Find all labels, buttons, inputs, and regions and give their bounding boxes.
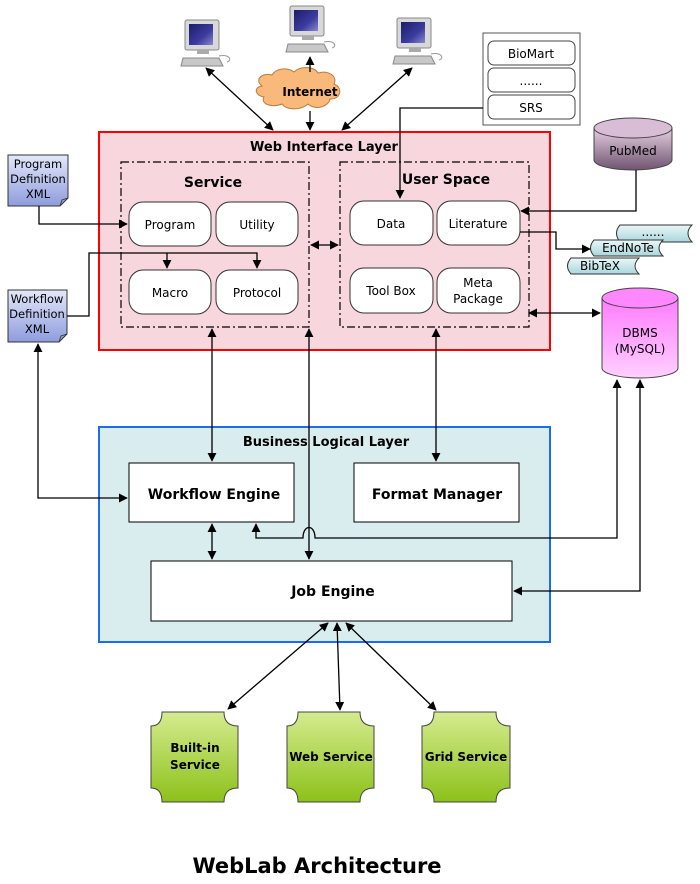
workflow-engine-label: Workflow Engine — [148, 487, 280, 503]
computer-icon — [285, 5, 336, 53]
internet-label: Internet — [282, 85, 337, 99]
builtin-service-line1: Built-in — [170, 741, 219, 755]
diagram-title: WebLab Architecture — [192, 854, 441, 878]
source-srs-label: SRS — [519, 101, 543, 115]
computer-icon — [392, 17, 443, 65]
pubmed-label: PubMed — [609, 144, 657, 158]
service-program-label: Program — [145, 218, 196, 232]
job-engine-label: Job Engine — [290, 584, 375, 600]
service-program[interactable] — [128, 201, 212, 247]
reference-format-bibtex — [567, 257, 641, 275]
user-space-meta-label: Meta — [463, 276, 493, 290]
service-utility[interactable] — [215, 201, 299, 247]
workflow-definition-xml-icon — [7, 289, 68, 343]
dbms-label-line1: DBMS — [622, 326, 657, 340]
job-engine[interactable] — [150, 560, 513, 622]
source-biomart-label: BioMart — [508, 47, 555, 61]
program-definition-line3: XML — [26, 187, 51, 201]
workflow-definition-line1: Workflow — [11, 292, 64, 306]
reference-format-endnote — [590, 239, 665, 257]
builtin-service-line2: Service — [170, 758, 220, 772]
source-srs[interactable] — [487, 94, 576, 120]
user-space-data[interactable] — [349, 200, 434, 246]
source-more[interactable] — [487, 67, 576, 93]
service-macro[interactable] — [128, 269, 212, 315]
user-space-package-label: Package — [453, 292, 503, 306]
program-definition-line2: Definition — [10, 172, 66, 186]
web-service-node[interactable] — [286, 711, 375, 803]
format-manager-label: Format Manager — [372, 487, 502, 503]
program-definition-xml-icon — [7, 154, 69, 207]
user-space-toolbox[interactable] — [349, 267, 434, 314]
business-logical-layer-title: Business Logical Layer — [243, 435, 410, 450]
dbms-database-icon — [601, 287, 679, 379]
source-more-label: ...... — [520, 74, 543, 88]
computer-icon — [180, 19, 231, 67]
service-macro-label: Macro — [152, 286, 188, 300]
service-protocol-label: Protocol — [233, 286, 281, 300]
user-space-literature-label: Literature — [449, 217, 508, 231]
web-interface-layer-title: Web Interface Layer — [250, 140, 398, 155]
user-space-group — [339, 161, 530, 328]
user-space-toolbox-label: Tool Box — [365, 284, 415, 298]
workflow-definition-line2: Definition — [9, 307, 65, 321]
pubmed-database-icon — [593, 117, 673, 171]
program-definition-line1: Program — [14, 157, 63, 171]
builtin-service-node[interactable] — [150, 711, 239, 803]
web-service-label: Web Service — [289, 750, 373, 764]
service-group-title: Service — [184, 175, 242, 191]
workflow-definition-line3: XML — [25, 322, 50, 336]
user-space-meta-package[interactable] — [436, 267, 521, 314]
user-space-group-title: User Space — [402, 172, 490, 188]
user-space-literature[interactable] — [436, 200, 521, 246]
service-protocol[interactable] — [215, 269, 299, 315]
dbms-label-line2: (MySQL) — [615, 342, 666, 356]
reference-format-more-label: ...... — [642, 225, 665, 239]
user-space-data-label: Data — [377, 217, 406, 231]
reference-format-bibtex-label: BibTeX — [580, 259, 620, 273]
service-utility-label: Utility — [239, 218, 274, 232]
source-biomart[interactable] — [487, 40, 576, 66]
grid-service-label: Grid Service — [425, 750, 508, 764]
reference-format-endnote-label: EndNoTe — [602, 241, 654, 255]
grid-service-node[interactable] — [421, 711, 511, 803]
reference-format-more — [616, 224, 694, 243]
